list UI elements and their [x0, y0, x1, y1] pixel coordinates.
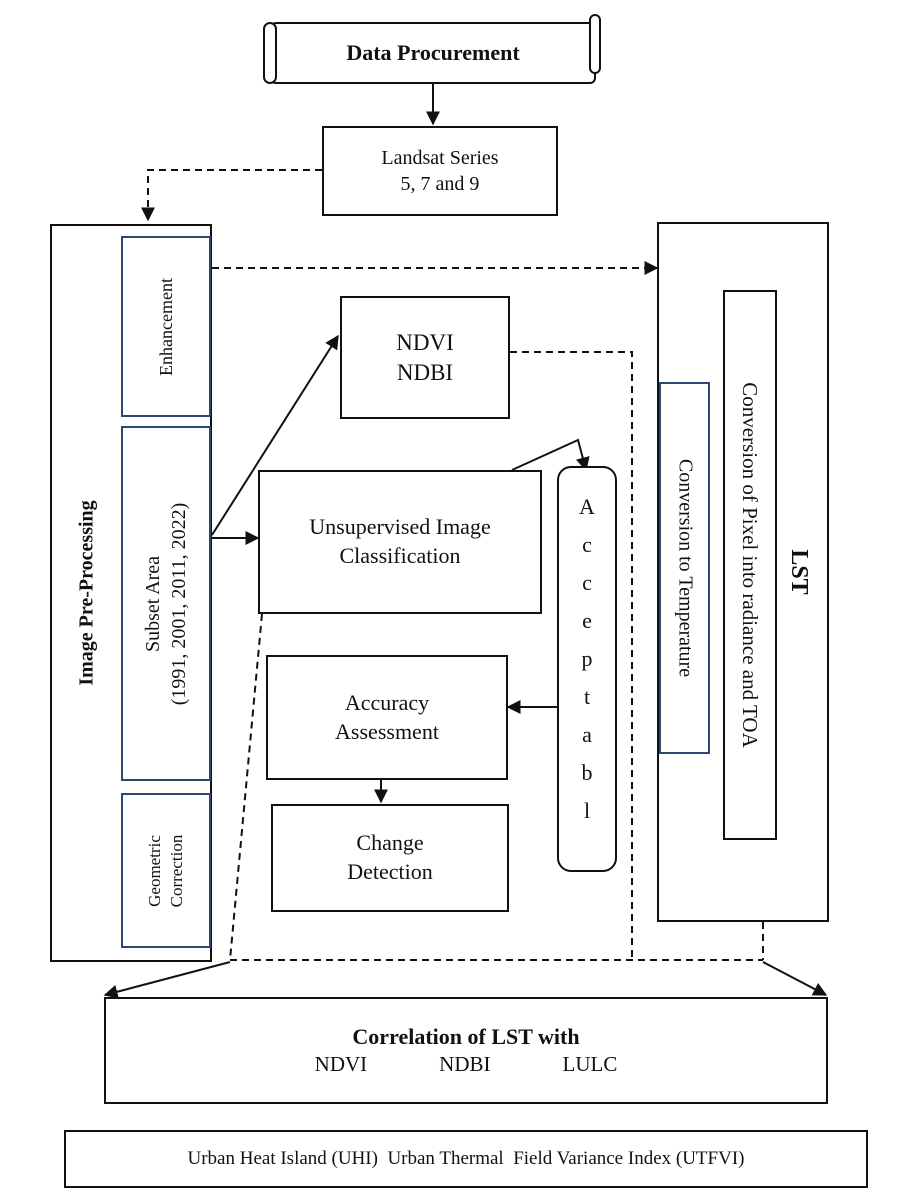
acceptable-letters: A c c e p t a b l: [559, 488, 615, 830]
footer-label: Urban Heat Island (UHI) Urban Thermal Fi…: [187, 1147, 745, 1169]
change-line-1: Change: [356, 830, 424, 856]
arrow-classification-to-acceptable: [511, 438, 590, 472]
acceptable-letter: e: [582, 608, 592, 633]
acceptable-letter: A: [579, 494, 595, 519]
change-detection-box: Change Detection: [271, 804, 509, 912]
enhancement-box: Enhancement: [121, 236, 211, 417]
footer-box: Urban Heat Island (UHI) Urban Thermal Fi…: [64, 1130, 868, 1188]
accuracy-assessment-box: Accuracy Assessment: [266, 655, 508, 780]
scroll-curl-right: [589, 14, 601, 74]
temperature-box: Conversion to Temperature: [659, 382, 710, 754]
enhancement-label: Enhancement: [155, 277, 176, 376]
subset-area-text: Subset Area (1991, 2001, 2011, 2022): [140, 502, 192, 705]
subset-area-box: Subset Area (1991, 2001, 2011, 2022): [121, 426, 211, 781]
data-procurement-scroll: Data Procurement: [270, 22, 596, 84]
geometric-correction-box: Geometric Correction: [121, 793, 211, 948]
classification-line-2: Classification: [339, 543, 461, 568]
radiance-label: Conversion of Pixel into radiance and TO…: [738, 382, 763, 748]
landsat-line-2: 5, 7 and 9: [400, 173, 480, 195]
correlation-title: Correlation of LST with: [352, 1023, 580, 1049]
landsat-series-box: Landsat Series 5, 7 and 9: [322, 126, 558, 216]
radiance-box: Conversion of Pixel into radiance and TO…: [723, 290, 777, 840]
acceptable-letter: l: [583, 798, 591, 823]
correlation-items: NDVI NDBI LULC: [315, 1051, 618, 1078]
arrow-subset-to-indices: [211, 334, 339, 536]
correlation-item: NDBI: [439, 1052, 491, 1077]
dashed-indices-to-correlation: [510, 351, 633, 960]
dashed-classification-to-correlation: [229, 613, 263, 961]
correlation-item: LULC: [562, 1052, 618, 1077]
geometric-correction-text: Geometric Correction: [144, 834, 188, 907]
classification-line-1: Unsupervised Image: [309, 514, 491, 540]
landsat-line-1: Landsat Series: [381, 147, 499, 169]
indices-box: NDVI NDBI: [340, 296, 510, 419]
geometric-line-1: Geometric: [144, 834, 164, 907]
acceptable-letter: b: [581, 760, 593, 785]
classification-box: Unsupervised Image Classification: [258, 470, 542, 614]
acceptable-letter: p: [581, 646, 593, 671]
arrow-collector-to-correlation-right: [762, 961, 828, 996]
data-procurement-label: Data Procurement: [346, 39, 520, 65]
indices-line-2: NDBI: [396, 359, 454, 385]
lst-title-wrap: LST: [771, 224, 827, 920]
arrow-collector-to-correlation-left: [103, 961, 231, 999]
accuracy-line-2: Assessment: [335, 718, 439, 744]
image-preprocessing-title: Image Pre-Processing: [75, 500, 98, 686]
lst-title: LST: [786, 549, 812, 595]
scroll-curl-left: [263, 22, 277, 84]
geometric-line-2: Correction: [167, 834, 186, 907]
acceptable-letter: t: [583, 684, 591, 709]
acceptable-box: A c c e p t a b l: [557, 466, 617, 872]
acceptable-letter: c: [582, 532, 592, 557]
acceptable-letter: a: [582, 722, 592, 747]
change-line-2: Detection: [347, 859, 433, 884]
accuracy-line-1: Accuracy: [344, 689, 430, 715]
acceptable-letter: c: [582, 570, 592, 595]
subset-area-line-2: (1991, 2001, 2011, 2022): [168, 502, 190, 705]
correlation-item: NDVI: [314, 1052, 368, 1077]
correlation-box: Correlation of LST with NDVI NDBI LULC: [104, 997, 828, 1104]
temperature-label: Conversion to Temperature: [674, 458, 696, 678]
subset-area-line-1: Subset Area: [142, 555, 164, 652]
image-preprocessing-title-wrap: Image Pre-Processing: [52, 226, 122, 960]
arrow-landsat-to-preprocessing: [141, 169, 322, 222]
indices-line-1: NDVI: [396, 329, 454, 355]
